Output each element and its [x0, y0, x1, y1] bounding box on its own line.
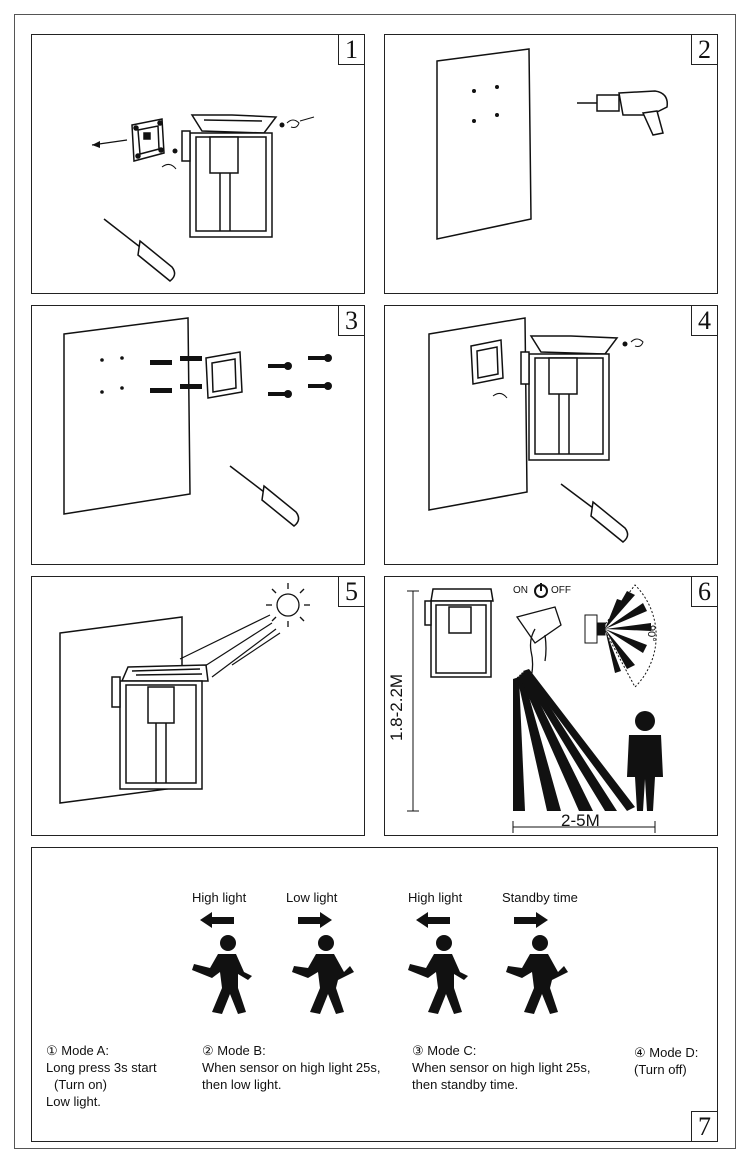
mount-plate-icon — [205, 351, 243, 399]
person-icon — [627, 711, 663, 811]
mode-c-line: When sensor on high light 25s, — [412, 1060, 591, 1075]
detection-beams — [513, 669, 635, 811]
lamp-icon — [520, 335, 619, 461]
walking-person-icon — [192, 935, 252, 1014]
mode-a-title: ① Mode A: — [46, 1043, 109, 1058]
mode-b-line: When sensor on high light 25s, — [202, 1060, 381, 1075]
mode-c: ③ Mode C: When sensor on high light 25s,… — [412, 1042, 591, 1093]
sensor-angle-diagram — [584, 584, 657, 688]
manual-frame — [14, 14, 736, 1149]
step-2-illustration — [436, 48, 668, 240]
lamp-icon — [181, 114, 278, 238]
step-6-panel: 6 — [384, 576, 718, 836]
height-label: 1.8-2.2M — [387, 673, 406, 741]
hand-icon — [515, 606, 562, 686]
arrow-label-1: High light — [192, 890, 247, 905]
arrow-label-4: Standby time — [502, 890, 578, 905]
walking-person-icon — [408, 935, 468, 1014]
lamp-icon — [111, 664, 209, 790]
step-1-illustration — [91, 114, 315, 282]
screwdriver-icon — [560, 483, 629, 543]
switch-off-label: OFF — [551, 585, 571, 596]
walking-person-icon — [506, 935, 568, 1014]
step-number: 3 — [338, 306, 364, 336]
step-number: 6 — [691, 577, 717, 607]
walking-person-icon — [292, 935, 354, 1014]
step-5-panel: 5 — [31, 576, 365, 836]
mount-plate-icon — [131, 118, 165, 162]
mode-d: ④ Mode D: (Turn off) — [634, 1044, 698, 1078]
mode-a: ① Mode A: Long press 3s start (Turn on) … — [46, 1042, 157, 1110]
arrow-label-3: High light — [408, 890, 463, 905]
step-7-panel: 7 High light Low light High light Standb… — [31, 847, 718, 1142]
lamp-icon — [424, 588, 494, 678]
step-1-panel: 1 — [31, 34, 365, 294]
mode-d-line: (Turn off) — [634, 1062, 687, 1077]
step-2-panel: 2 — [384, 34, 718, 294]
step-number: 1 — [338, 35, 364, 65]
step-number: 7 — [691, 1111, 717, 1141]
screwdriver-icon — [103, 218, 176, 282]
step-number: 5 — [338, 577, 364, 607]
step-number: 4 — [691, 306, 717, 336]
mode-b-title: ② Mode B: — [202, 1043, 266, 1058]
wall-plug-icon — [150, 356, 202, 393]
mode-figures — [192, 912, 568, 1014]
mode-b-line: then low light. — [202, 1077, 282, 1092]
arrow-right-icon — [298, 912, 332, 928]
sun-icon — [266, 583, 310, 627]
arrow-label-2: Low light — [286, 890, 338, 905]
mode-d-title: ④ Mode D: — [634, 1045, 699, 1060]
arrow-left-icon — [200, 912, 234, 928]
step-3-illustration — [63, 317, 332, 527]
step-3-panel: 3 — [31, 305, 365, 565]
step-4-panel: 4 — [384, 305, 718, 565]
wall-icon — [63, 317, 191, 515]
mode-c-line: then standby time. — [412, 1077, 519, 1092]
mode-a-line: (Turn on) — [54, 1077, 107, 1092]
mode-c-title: ③ Mode C: — [412, 1043, 477, 1058]
distance-label: 2-5M — [561, 811, 600, 830]
step-5-illustration — [59, 583, 310, 804]
mode-a-line: Low light. — [46, 1094, 101, 1109]
switch-on-label: ON — [513, 585, 528, 596]
mode-a-line: Long press 3s start — [46, 1060, 157, 1075]
angle-label: 90° — [645, 625, 657, 642]
step-6-illustration — [407, 583, 663, 833]
screwdriver-icon — [229, 465, 300, 527]
wall-icon — [436, 48, 532, 240]
arrow-left-icon — [416, 912, 450, 928]
power-switch-icon — [534, 583, 548, 598]
mount-plate-icon — [470, 339, 504, 385]
arrow-right-icon — [514, 912, 548, 928]
mode-b: ② Mode B: When sensor on high light 25s,… — [202, 1042, 381, 1093]
step-4-illustration — [428, 317, 644, 543]
step-number: 2 — [691, 35, 717, 65]
screw-icon — [268, 354, 332, 398]
drill-icon — [577, 90, 668, 136]
